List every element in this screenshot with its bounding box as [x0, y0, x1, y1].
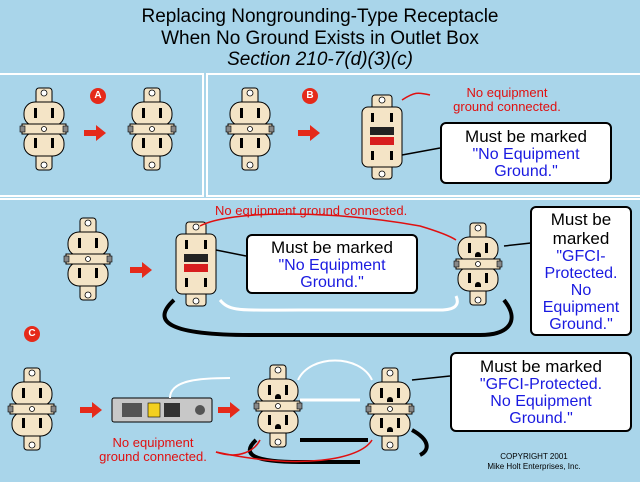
copyright: COPYRIGHT 2001 Mike Holt Enterprises, In… — [474, 452, 594, 472]
panel-c-top-callout-line1: "No Equipment — [278, 257, 386, 274]
copyright-line2: Mike Holt Enterprises, Inc. — [487, 462, 581, 471]
panel-c-bottom-callout-line2: No Equipment — [490, 393, 592, 410]
panel-c-bottom-callout: Must be marked "GFCI-Protected. No Equip… — [450, 352, 632, 432]
badge-c: C — [24, 326, 40, 342]
panel-b-note: No equipment ground connected. — [432, 86, 582, 114]
panel-b-callout-line1: "No Equipment — [472, 146, 580, 163]
diagram-title-line2: When No Ground Exists in Outlet Box — [161, 28, 479, 49]
panel-c-side-callout-heading-line2: marked — [552, 229, 610, 248]
panel-c-side-callout-line1: "GFCI- — [556, 248, 606, 265]
panel-c-side-callout: Must be marked "GFCI- Protected. No Equi… — [530, 206, 632, 336]
panel-c-bottom-receptacle-2 — [366, 368, 414, 450]
panel-b-note-line1: No equipment — [466, 85, 548, 100]
panel-c-bottom-callout-line1: "GFCI-Protected. — [479, 376, 603, 393]
panel-c-bottom-old-receptacle — [7, 367, 57, 451]
panel-c-bottom-note-line1: No equipment — [112, 435, 194, 450]
badge-a: A — [90, 88, 106, 104]
panel-b-note-leader — [401, 92, 431, 101]
panel-c-bottom-callout-line3: Ground." — [509, 410, 573, 427]
panel-b-note-line2: ground connected. — [453, 99, 561, 114]
panel-c-top-downstream-receptacle — [454, 223, 502, 305]
panel-a-new-receptacle — [127, 87, 177, 171]
panel-c-top-callout-line2: Ground." — [300, 274, 364, 291]
panel-c-bottom-arrow-1 — [80, 402, 102, 418]
panel-c-top-callout-heading: Must be marked — [271, 238, 393, 257]
panel-b-callout-heading: Must be marked — [465, 127, 587, 146]
panel-b — [206, 73, 640, 197]
panel-c-side-callout-line5: Ground." — [549, 316, 613, 333]
panel-c-bottom-note-line2: ground connected. — [99, 449, 207, 464]
panel-c-side-callout-line3: No — [570, 282, 592, 299]
panel-b-arrow — [298, 125, 320, 141]
panel-c-top-gfci-receptacle — [175, 221, 217, 307]
panel-b-gfci-receptacle — [361, 94, 403, 180]
panel-c-side-callout-line4: Equipment — [542, 299, 620, 316]
panel-c-top-arrow — [130, 262, 152, 278]
diagram-title-line1: Replacing Nongrounding-Type Receptacle — [141, 6, 499, 27]
panel-c-bottom-receptacle-1 — [254, 365, 302, 447]
diagram-section-reference: Section 210-7(d)(3)(c) — [227, 49, 413, 70]
panel-b-callout: Must be marked "No Equipment Ground." — [440, 122, 612, 184]
panel-b-old-receptacle — [225, 87, 275, 171]
panel-c-top-note: No equipment ground connected. — [215, 203, 408, 218]
copyright-line1: COPYRIGHT 2001 — [500, 452, 568, 461]
panel-c-side-callout-heading-line1: Must be — [550, 210, 612, 229]
panel-c-bottom-note: No equipment ground connected. — [88, 436, 218, 464]
panel-c-bottom-arrow-2 — [218, 402, 240, 418]
panel-a-arrow — [84, 125, 106, 141]
panel-a-old-receptacle — [19, 87, 69, 171]
panel-b-callout-line2: Ground." — [494, 163, 558, 180]
panel-c-top-callout: Must be marked "No Equipment Ground." — [246, 234, 418, 294]
panel-a — [0, 73, 204, 197]
gfci-circuit-breaker — [111, 377, 231, 423]
panel-c-bottom-callout-heading: Must be marked — [480, 357, 602, 376]
badge-b: B — [302, 88, 318, 104]
panel-c-top-old-receptacle — [63, 217, 113, 301]
panel-c-side-callout-line2: Protected. — [544, 265, 618, 282]
